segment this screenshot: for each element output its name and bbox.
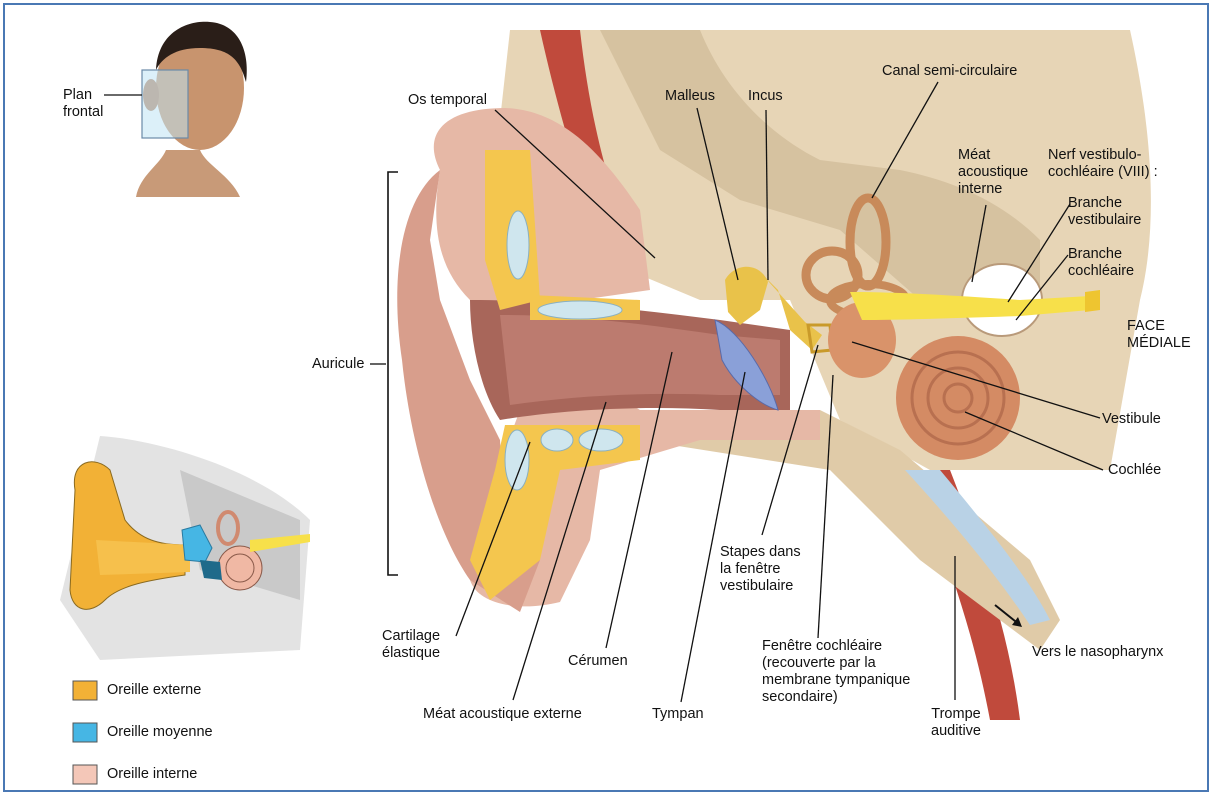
label-meat-acoustique-externe: Méat acoustique externe: [423, 706, 582, 723]
label-plan-frontal: Plan frontal: [63, 87, 103, 121]
label-branche-cochleaire: Branche cochléaire: [1068, 246, 1134, 280]
label-vers-nasopharynx: Vers le nasopharynx: [1032, 644, 1163, 661]
auricle-bracket: [388, 172, 398, 575]
inset-ear-diagram: [60, 436, 310, 660]
label-vestibule: Vestibule: [1102, 411, 1161, 428]
label-branche-vestibulaire: Branche vestibulaire: [1068, 195, 1141, 229]
label-malleus: Malleus: [665, 88, 715, 105]
label-cerumen: Cérumen: [568, 653, 628, 670]
label-meat-acoustique-interne: Méat acoustique interne: [958, 147, 1028, 198]
frontal-plane-box: [142, 70, 188, 138]
label-tympan: Tympan: [652, 706, 704, 723]
label-os-temporal: Os temporal: [408, 92, 487, 109]
label-stapes: Stapes dans la fenêtre vestibulaire: [720, 544, 801, 595]
head-thumbnail: [104, 22, 247, 197]
legend-swatch-externe: [73, 681, 97, 700]
legend-swatch-interne: [73, 765, 97, 784]
label-cartilage-elastique: Cartilage élastique: [382, 628, 440, 662]
label-face-mediale: FACE MÉDIALE: [1127, 318, 1191, 352]
legend-label-moyenne: Oreille moyenne: [107, 724, 213, 741]
legend-label-interne: Oreille interne: [107, 766, 197, 783]
label-cochlee: Cochlée: [1108, 462, 1161, 479]
label-fenetre-cochleaire: Fenêtre cochléaire (recouverte par la me…: [762, 638, 910, 706]
label-auricule: Auricule: [312, 356, 364, 373]
legend-label-externe: Oreille externe: [107, 682, 201, 699]
label-nerf-vestibulo-cochleaire: Nerf vestibulo- cochléaire (VIII) :: [1048, 147, 1158, 181]
label-incus: Incus: [748, 88, 783, 105]
main-ear-section: [397, 30, 1151, 720]
legend: [73, 681, 97, 784]
label-canal-semi-circulaire: Canal semi-circulaire: [882, 63, 1017, 80]
label-trompe-auditive: Trompe auditive: [918, 706, 994, 740]
legend-swatch-moyenne: [73, 723, 97, 742]
